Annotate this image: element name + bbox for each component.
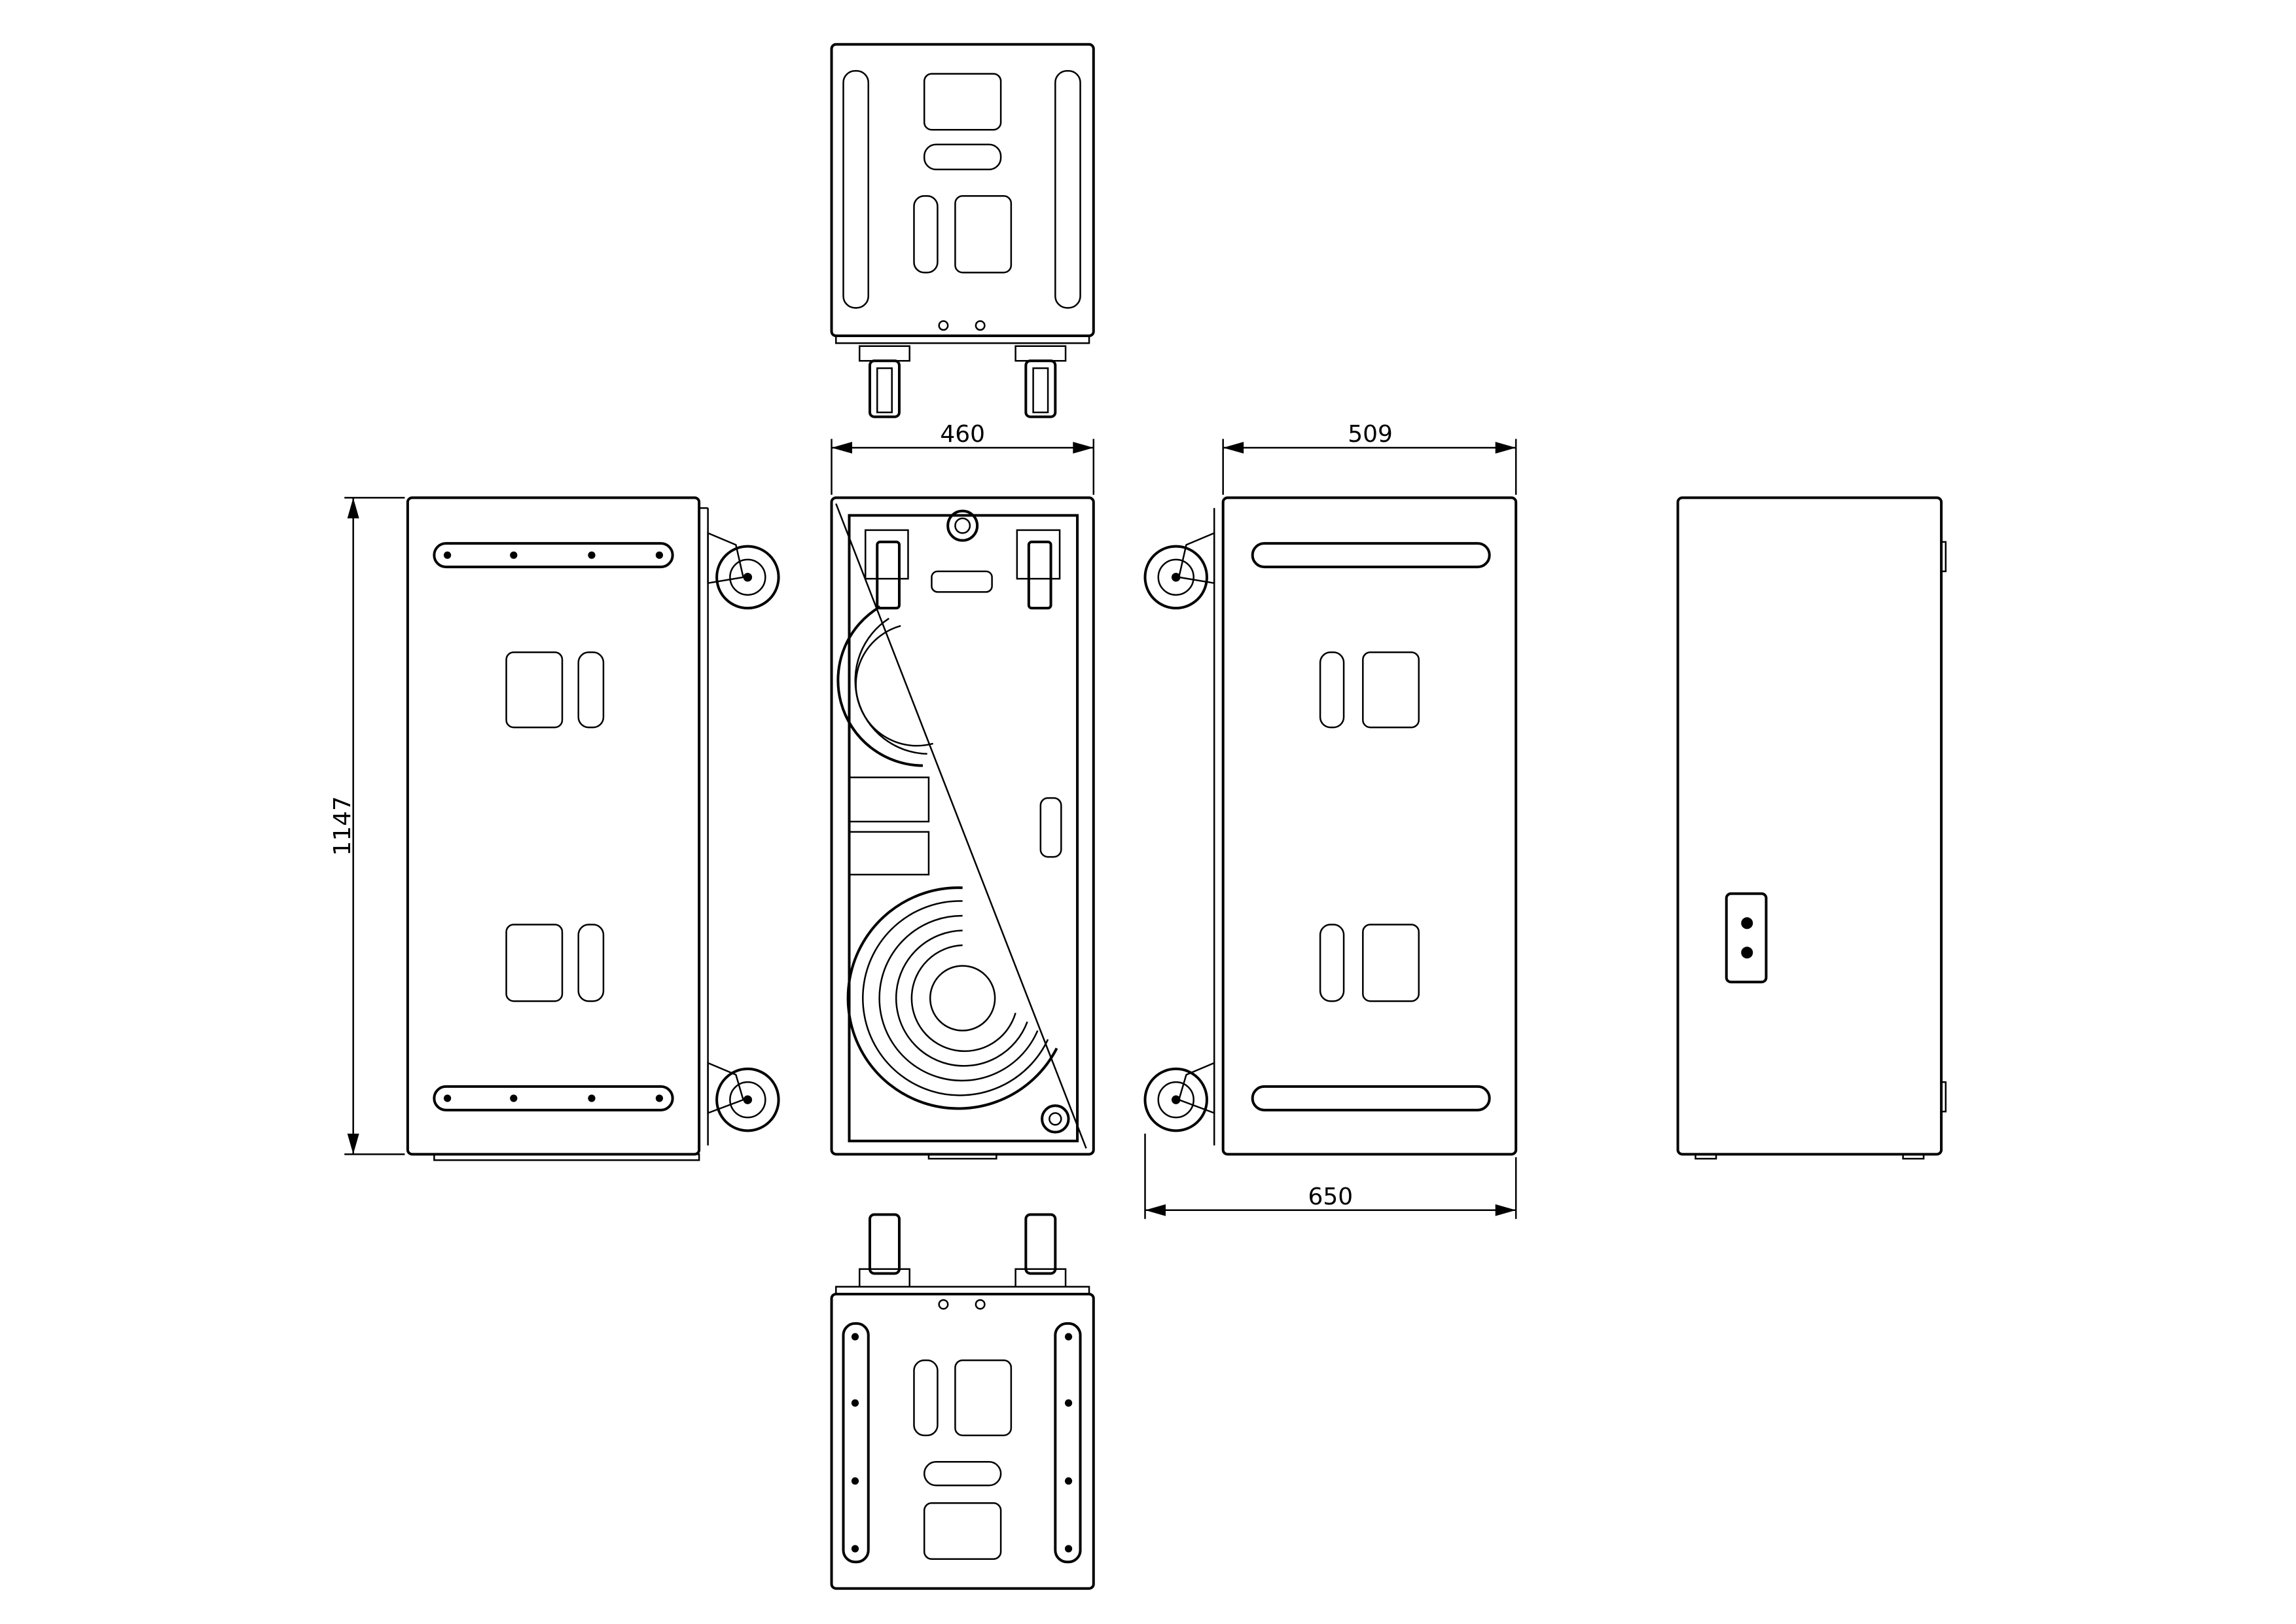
front-width-dimension: 460 [832,421,1094,495]
caster-icon [1016,1215,1066,1287]
side-depth-dimension: 509 [1223,421,1516,495]
overall-depth-dimension: 650 [1145,1134,1516,1219]
wheel-icon [708,1063,779,1130]
caster-icon [859,346,909,417]
side-depth-label: 509 [1348,421,1393,448]
front-view [832,497,1094,1159]
front-width-label: 460 [940,421,985,448]
caster-icon [859,1215,909,1287]
caster-icon [1016,346,1066,417]
top-view [832,45,1094,417]
bottom-view [832,1215,1094,1589]
caster-icon [865,530,908,608]
wheel-icon [1145,1063,1215,1130]
overall-depth-label: 650 [1308,1183,1354,1210]
woofer-icon [848,888,1057,1108]
height-dimension: 1147 [329,497,404,1154]
right-side-view [1145,497,1516,1154]
wheel-icon [708,533,779,608]
caster-icon [1017,530,1060,608]
rear-view [1678,497,1946,1159]
wheel-icon [1145,533,1215,608]
height-label: 1147 [329,796,356,856]
left-side-view [408,497,779,1160]
connector-plate-icon [1727,893,1767,982]
